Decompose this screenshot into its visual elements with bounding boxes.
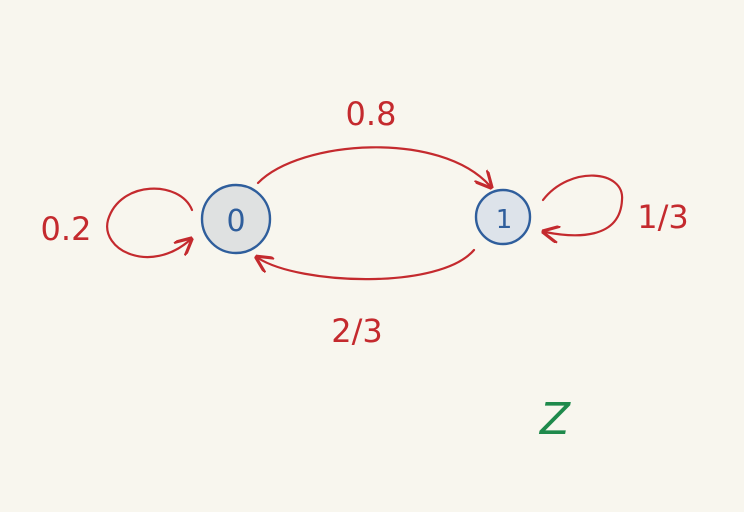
edge-label-0-to-1: 0.8 (346, 95, 397, 133)
state-node-1: 1 (474, 188, 532, 246)
state-node-0: 0 (200, 183, 272, 255)
self-loop-label-0: 0.2 (41, 210, 92, 248)
edge-1-to-0 (258, 248, 476, 281)
edge-label-1-to-0: 2/3 (331, 312, 383, 350)
state-label-0: 0 (226, 204, 245, 239)
self-loop-0 (106, 187, 192, 259)
state-label-1: 1 (496, 205, 513, 235)
self-loop-1 (543, 174, 624, 236)
self-loop-label-1: 1/3 (637, 198, 689, 236)
annotation-z: Z (539, 394, 571, 445)
edge-0-to-1 (256, 146, 490, 186)
